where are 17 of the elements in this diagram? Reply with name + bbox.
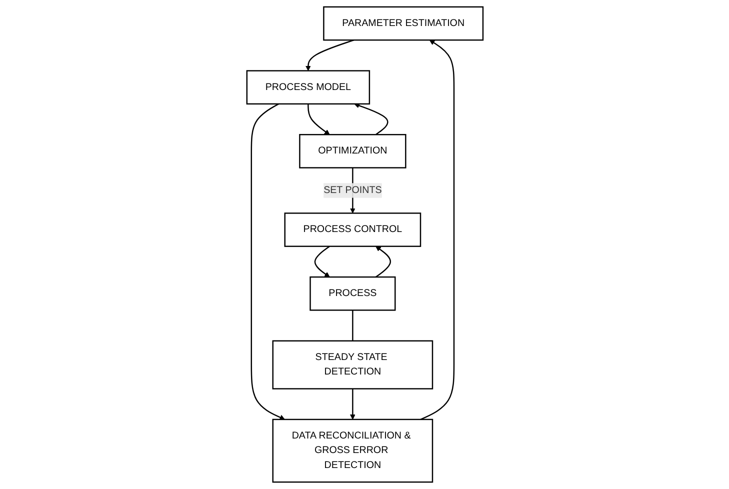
connector: [352, 310, 353, 341]
arrow: [250, 103, 285, 420]
arrow: [354, 103, 388, 136]
node-box: PROCESS CONTROL: [284, 212, 421, 247]
arrow: [375, 246, 391, 278]
arrow: [307, 104, 330, 135]
arrow: [350, 388, 355, 420]
arrow: [305, 39, 354, 71]
node-box: OPTIMIZATION: [298, 134, 406, 168]
arrow: [314, 246, 330, 278]
node-box: PROCESS MODEL: [246, 70, 370, 105]
node-box: DATA RECONCILIATION & GROSS ERROR DETECTION: [272, 418, 433, 483]
edge-label: SET POINTS: [323, 184, 382, 196]
arrow: [420, 40, 454, 420]
node-box: PARAMETER ESTIMATION: [322, 6, 484, 41]
node-box: PROCESS: [309, 276, 396, 311]
node-box: STEADY STATE DETECTION: [272, 340, 433, 390]
